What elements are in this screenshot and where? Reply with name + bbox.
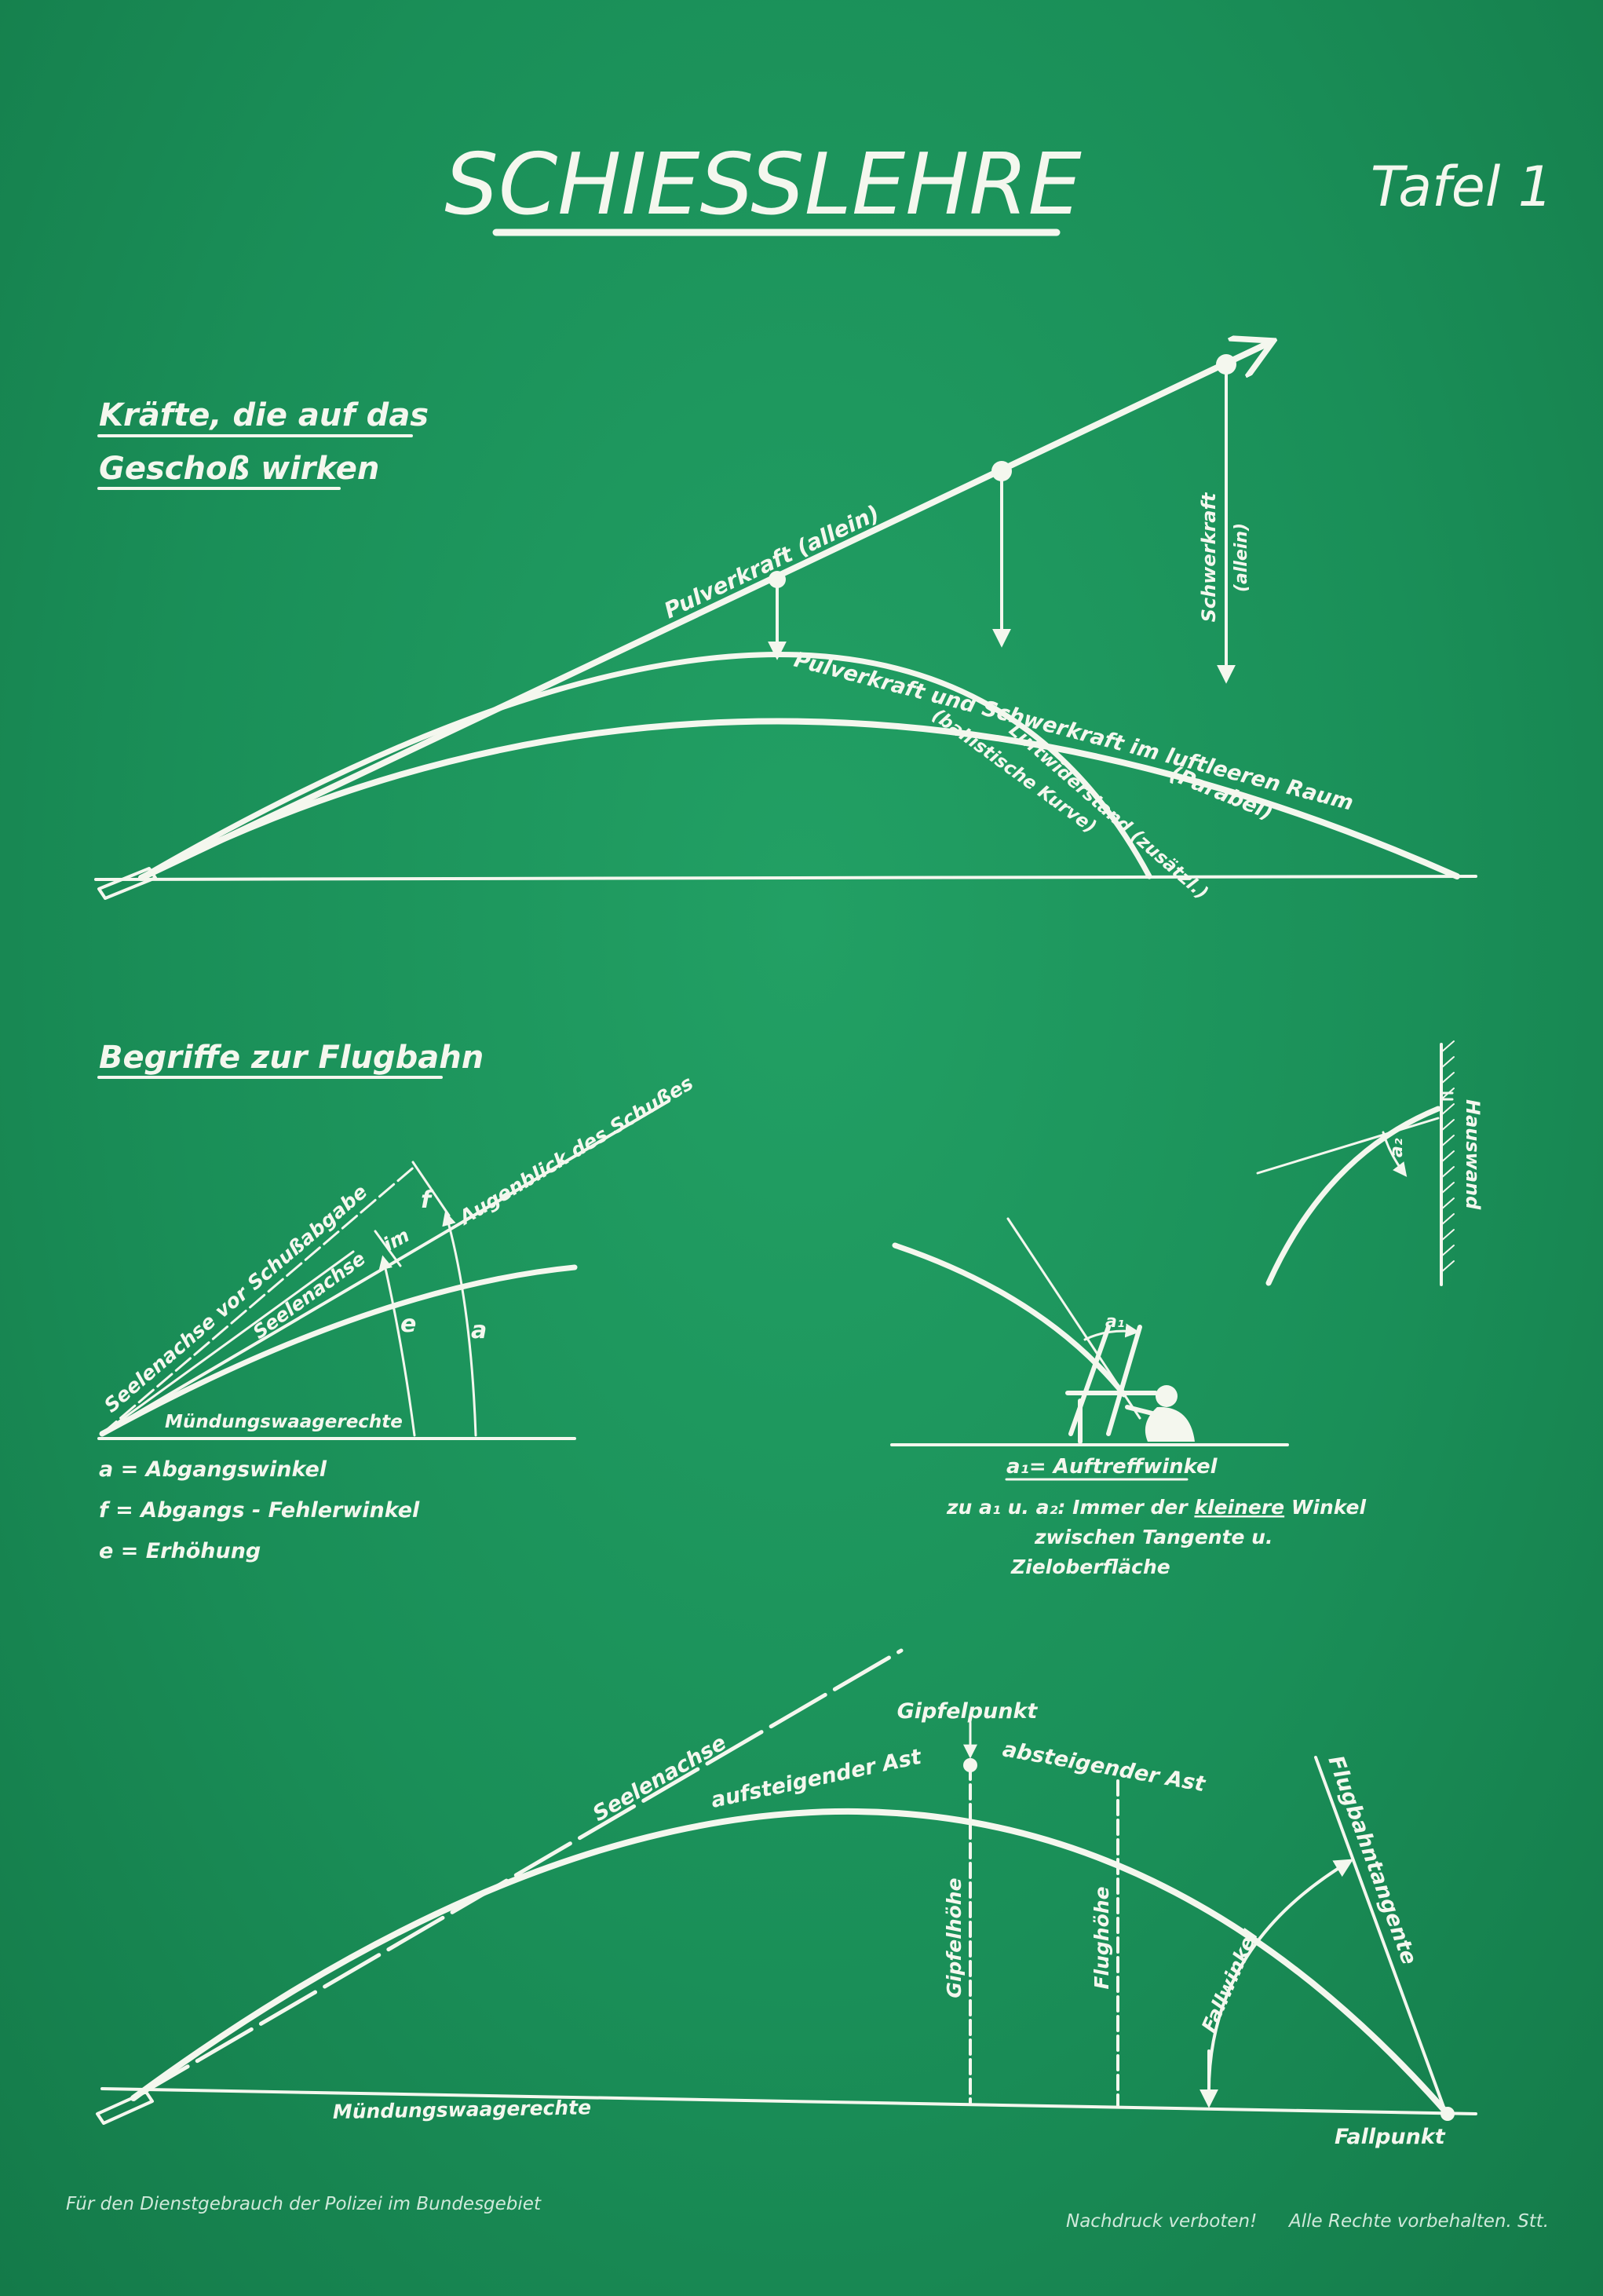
section3-label-horizontal: Mündungswaagerechte <box>333 2096 592 2123</box>
section3-label-flight-height: Flughöhe <box>1090 1886 1113 1989</box>
section2-tick-2 <box>411 1161 451 1217</box>
section2-angle-e-arc <box>378 1255 416 1437</box>
section3-muzzle <box>96 2090 154 2125</box>
section2-trajectory <box>99 1264 578 1437</box>
impact-label-caption: a₁= Auftreffwinkel <box>1006 1455 1218 1479</box>
section2-axis-before <box>100 1164 418 1435</box>
section2-axis-short <box>100 1250 355 1435</box>
impact-note-emph: kleinere <box>1194 1496 1284 1519</box>
impact-label-a1: a₁ <box>1105 1312 1124 1332</box>
section2-tick-1 <box>374 1230 402 1267</box>
section2-label-a: a <box>471 1317 487 1344</box>
section1-heading-line1: Kräfte, die auf das <box>99 397 429 433</box>
section2-label-f: f <box>421 1186 434 1214</box>
section1-powder-line <box>138 342 1270 881</box>
section3-label-fall-point: Fallpunkt <box>1335 2125 1446 2149</box>
section2-label-e: e <box>400 1311 416 1338</box>
section3-label-apex-height: Gipfelhöhe <box>943 1877 966 1998</box>
section2-label-im: im <box>380 1224 413 1256</box>
house-label-wall: Hauswand <box>1462 1099 1484 1210</box>
impact-note-suffix: Winkel <box>1284 1496 1366 1519</box>
impact-trajectory <box>892 1242 1127 1398</box>
footer-left: Für den Dienstgebrauch der Polizei im Bu… <box>66 2194 542 2214</box>
impact-note-line1: zu a₁ u. a₂: Immer der kleinere Winkel <box>946 1496 1366 1519</box>
shooter-icon <box>1125 1385 1195 1442</box>
section3-fall-angle-arc <box>1207 1859 1354 2100</box>
section3-tangent <box>1314 1756 1446 2111</box>
section2-legend-2: f = Abgangs - Fehlerwinkel <box>99 1498 420 1523</box>
impact-tangent <box>1006 1217 1141 1420</box>
house-wall-ledge <box>1440 1091 1454 1101</box>
house-wall-hatching <box>1441 1040 1455 1273</box>
impact-rest <box>1065 1325 1158 1444</box>
section1-muzzle <box>97 867 157 900</box>
section3-fall-point <box>1441 2107 1455 2121</box>
section3-label-fall-angle: Fallwinkel <box>1197 1926 1262 2035</box>
section1-label-gravity-2: (allein) <box>1232 523 1251 592</box>
section2-label-horizontal: Mündungswaagerechte <box>165 1412 403 1432</box>
house-trajectory <box>1265 1106 1441 1286</box>
impact-note-line2: zwischen Tangente u. <box>1034 1526 1273 1548</box>
plate-number: Tafel 1 <box>1371 155 1553 219</box>
impact-angle-arc <box>1083 1323 1140 1341</box>
section2-angle-a-arc <box>442 1211 477 1437</box>
footer-right-2: Alle Rechte vorbehalten. Stt. <box>1287 2211 1549 2232</box>
section3-ground <box>100 2087 1477 2115</box>
house-angle-arc <box>1382 1131 1408 1177</box>
house-tangent <box>1256 1117 1440 1175</box>
impact-note-line3: Zieloberfläche <box>1010 1556 1170 1578</box>
section3-label-axis: Seelenachse <box>589 1731 731 1826</box>
section1-ground-line <box>94 875 1477 881</box>
section2-legend-3: e = Erhöhung <box>99 1539 261 1563</box>
section3-trajectory <box>130 1808 1451 2117</box>
page-title: SCHIESSLEHRE <box>444 136 1082 234</box>
section3-label-apex: Gipfelpunkt <box>897 1699 1039 1724</box>
section1-heading-line2: Geschoß wirken <box>99 451 379 487</box>
section3-bore-axis <box>131 1648 904 2100</box>
section2-label-moment: Augenblick des Schußes <box>454 1071 697 1230</box>
section1-label-powder: Pulverkraft (allein) <box>660 500 883 624</box>
section1-parabola <box>138 718 1460 881</box>
section2-heading: Begriffe zur Flugbahn <box>99 1040 484 1076</box>
section1-label-gravity-1: Schwerkraft <box>1198 492 1220 622</box>
section3-label-falling: absteigender Ast <box>1001 1737 1208 1797</box>
section2-legend-1: a = Abgangswinkel <box>99 1457 327 1482</box>
section3-label-rising: aufsteigender Ast <box>709 1745 924 1813</box>
impact-note-prefix: zu a₁ u. a₂: Immer der <box>946 1496 1194 1519</box>
section3-label-tangent: Flugbahntangente <box>1323 1753 1421 1968</box>
house-label-a2: a₂ <box>1387 1138 1407 1157</box>
footer-right-1: Nachdruck verboten! <box>1066 2211 1257 2232</box>
